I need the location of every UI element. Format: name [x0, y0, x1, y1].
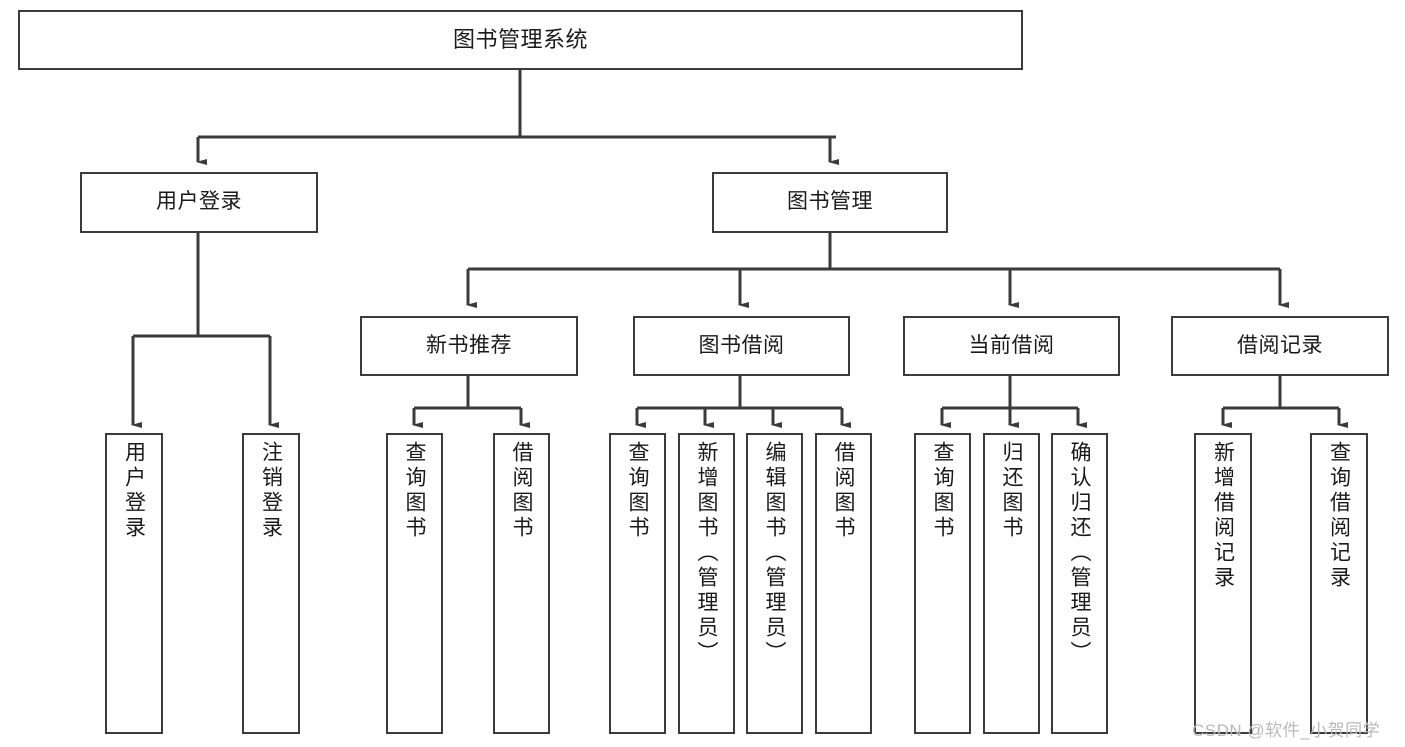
node-label: 借阅记录	[1237, 333, 1323, 357]
node-root-book-management-system[interactable]: 图书管理系统	[18, 10, 1023, 70]
node-label: 图书管理系统	[452, 27, 588, 53]
node-borrowing-records[interactable]: 借阅记录	[1171, 316, 1389, 376]
node-book-management[interactable]: 图书管理	[712, 172, 948, 233]
leaf-user-login[interactable]: 用户登录	[105, 433, 163, 734]
node-label: 查询借阅记录	[1327, 441, 1351, 591]
leaf-borrow-book-recommendation[interactable]: 借阅图书	[493, 433, 550, 734]
node-label: 借阅图书	[510, 441, 533, 541]
leaf-edit-book-admin[interactable]: 编辑图书（管理员）	[746, 433, 803, 734]
node-label: 新增借阅记录	[1211, 441, 1235, 591]
node-new-book-recommendation[interactable]: 新书推荐	[360, 316, 578, 376]
node-book-borrowing[interactable]: 图书借阅	[633, 316, 850, 376]
leaf-query-book-current[interactable]: 查询图书	[914, 433, 971, 734]
leaf-return-book[interactable]: 归还图书	[983, 433, 1040, 734]
node-label: 用户登录	[122, 441, 146, 541]
leaf-borrow-book-borrowing[interactable]: 借阅图书	[815, 433, 872, 734]
node-label: 确认归还（管理员）	[1068, 441, 1091, 666]
node-label: 借阅图书	[832, 441, 855, 541]
node-label: 用户登录	[156, 190, 242, 214]
leaf-query-book-borrowing[interactable]: 查询图书	[609, 433, 666, 734]
node-label: 图书借阅	[698, 333, 785, 357]
leaf-add-book-admin[interactable]: 新增图书（管理员）	[678, 433, 735, 734]
node-current-borrowing[interactable]: 当前借阅	[903, 316, 1120, 376]
node-label: 新增图书（管理员）	[695, 441, 718, 666]
node-label: 查询图书	[403, 441, 426, 541]
node-user-login[interactable]: 用户登录	[80, 172, 318, 233]
leaf-add-borrow-record[interactable]: 新增借阅记录	[1194, 433, 1252, 734]
leaf-confirm-return-admin[interactable]: 确认归还（管理员）	[1051, 433, 1108, 734]
csdn-watermark: CSDN @软件_小贺同学	[1192, 721, 1381, 740]
node-label: 归还图书	[1000, 441, 1023, 541]
node-label: 查询图书	[626, 441, 649, 541]
node-label: 图书管理	[787, 190, 873, 214]
leaf-query-borrow-record[interactable]: 查询借阅记录	[1310, 433, 1368, 734]
node-label: 注销登录	[259, 441, 283, 541]
node-label: 编辑图书（管理员）	[763, 441, 786, 666]
leaf-logout[interactable]: 注销登录	[242, 433, 300, 734]
leaf-query-book-recommendation[interactable]: 查询图书	[386, 433, 443, 734]
node-label: 新书推荐	[426, 333, 512, 357]
node-label: 查询图书	[931, 441, 954, 541]
node-label: 当前借阅	[968, 333, 1055, 357]
